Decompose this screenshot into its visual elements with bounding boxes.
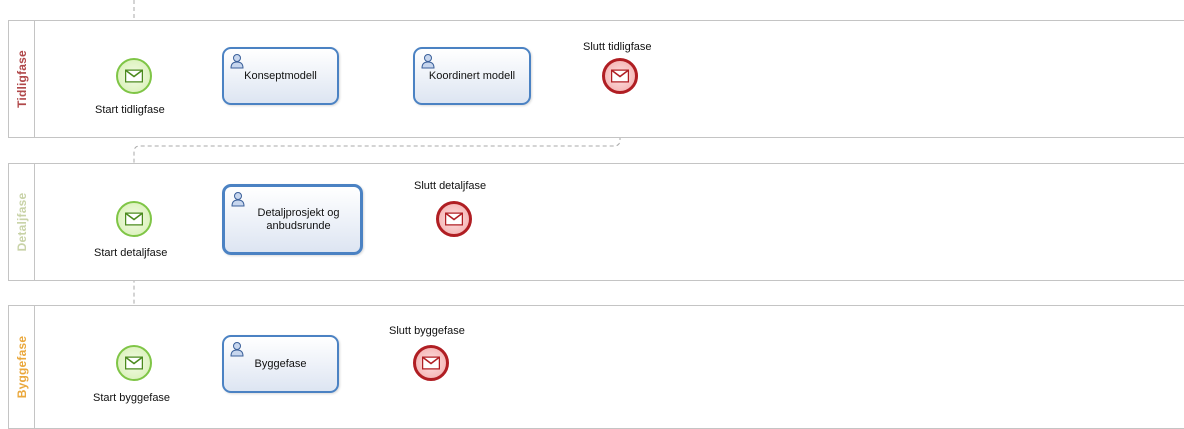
envelope-icon [422, 356, 440, 370]
start-event-label: Start detaljfase [94, 247, 168, 259]
envelope-icon [125, 212, 143, 226]
task-label: Koordinert modell [428, 69, 516, 82]
task-label: Konseptmodell [244, 69, 317, 82]
envelope-icon [125, 356, 143, 370]
task-koordinert-modell[interactable]: Koordinert modell [413, 47, 531, 105]
task-label: Byggefase [254, 357, 307, 370]
pool-detaljfase[interactable]: Detaljfase [8, 163, 1184, 281]
start-event-byggefase[interactable] [116, 345, 152, 381]
pool-name-label: Byggefase [14, 335, 29, 399]
user-icon [230, 54, 244, 69]
task-detaljprosjekt[interactable]: Detaljprosjekt og anbudsrunde [222, 184, 363, 255]
user-icon [421, 54, 435, 69]
pool-name-label: Tidligfase [14, 50, 29, 108]
pool-header: Byggefase [9, 306, 35, 428]
user-icon [231, 192, 245, 207]
pool-tidligfase[interactable]: Tidligfase [8, 20, 1184, 138]
envelope-icon [445, 212, 463, 226]
end-event-tidligfase[interactable] [602, 58, 638, 94]
envelope-icon [125, 69, 143, 83]
pool-name-label: Detaljfase [14, 192, 29, 252]
end-event-label: Slutt tidligfase [583, 41, 652, 53]
pool-header: Tidligfase [9, 21, 35, 137]
pool-header: Detaljfase [9, 164, 35, 280]
end-event-label: Slutt detaljfase [414, 180, 487, 192]
task-label: Detaljprosjekt og anbudsrunde [257, 206, 340, 232]
end-event-label: Slutt byggefase [389, 325, 465, 337]
user-icon [230, 342, 244, 357]
envelope-icon [611, 69, 629, 83]
start-event-label: Start tidligfase [95, 104, 165, 116]
end-event-byggefase[interactable] [413, 345, 449, 381]
start-event-detaljfase[interactable] [116, 201, 152, 237]
start-event-label: Start byggefase [93, 392, 171, 404]
task-byggefase[interactable]: Byggefase [222, 335, 339, 393]
task-konseptmodell[interactable]: Konseptmodell [222, 47, 339, 105]
pool-byggefase[interactable]: Byggefase [8, 305, 1184, 429]
start-event-tidligfase[interactable] [116, 58, 152, 94]
end-event-detaljfase[interactable] [436, 201, 472, 237]
